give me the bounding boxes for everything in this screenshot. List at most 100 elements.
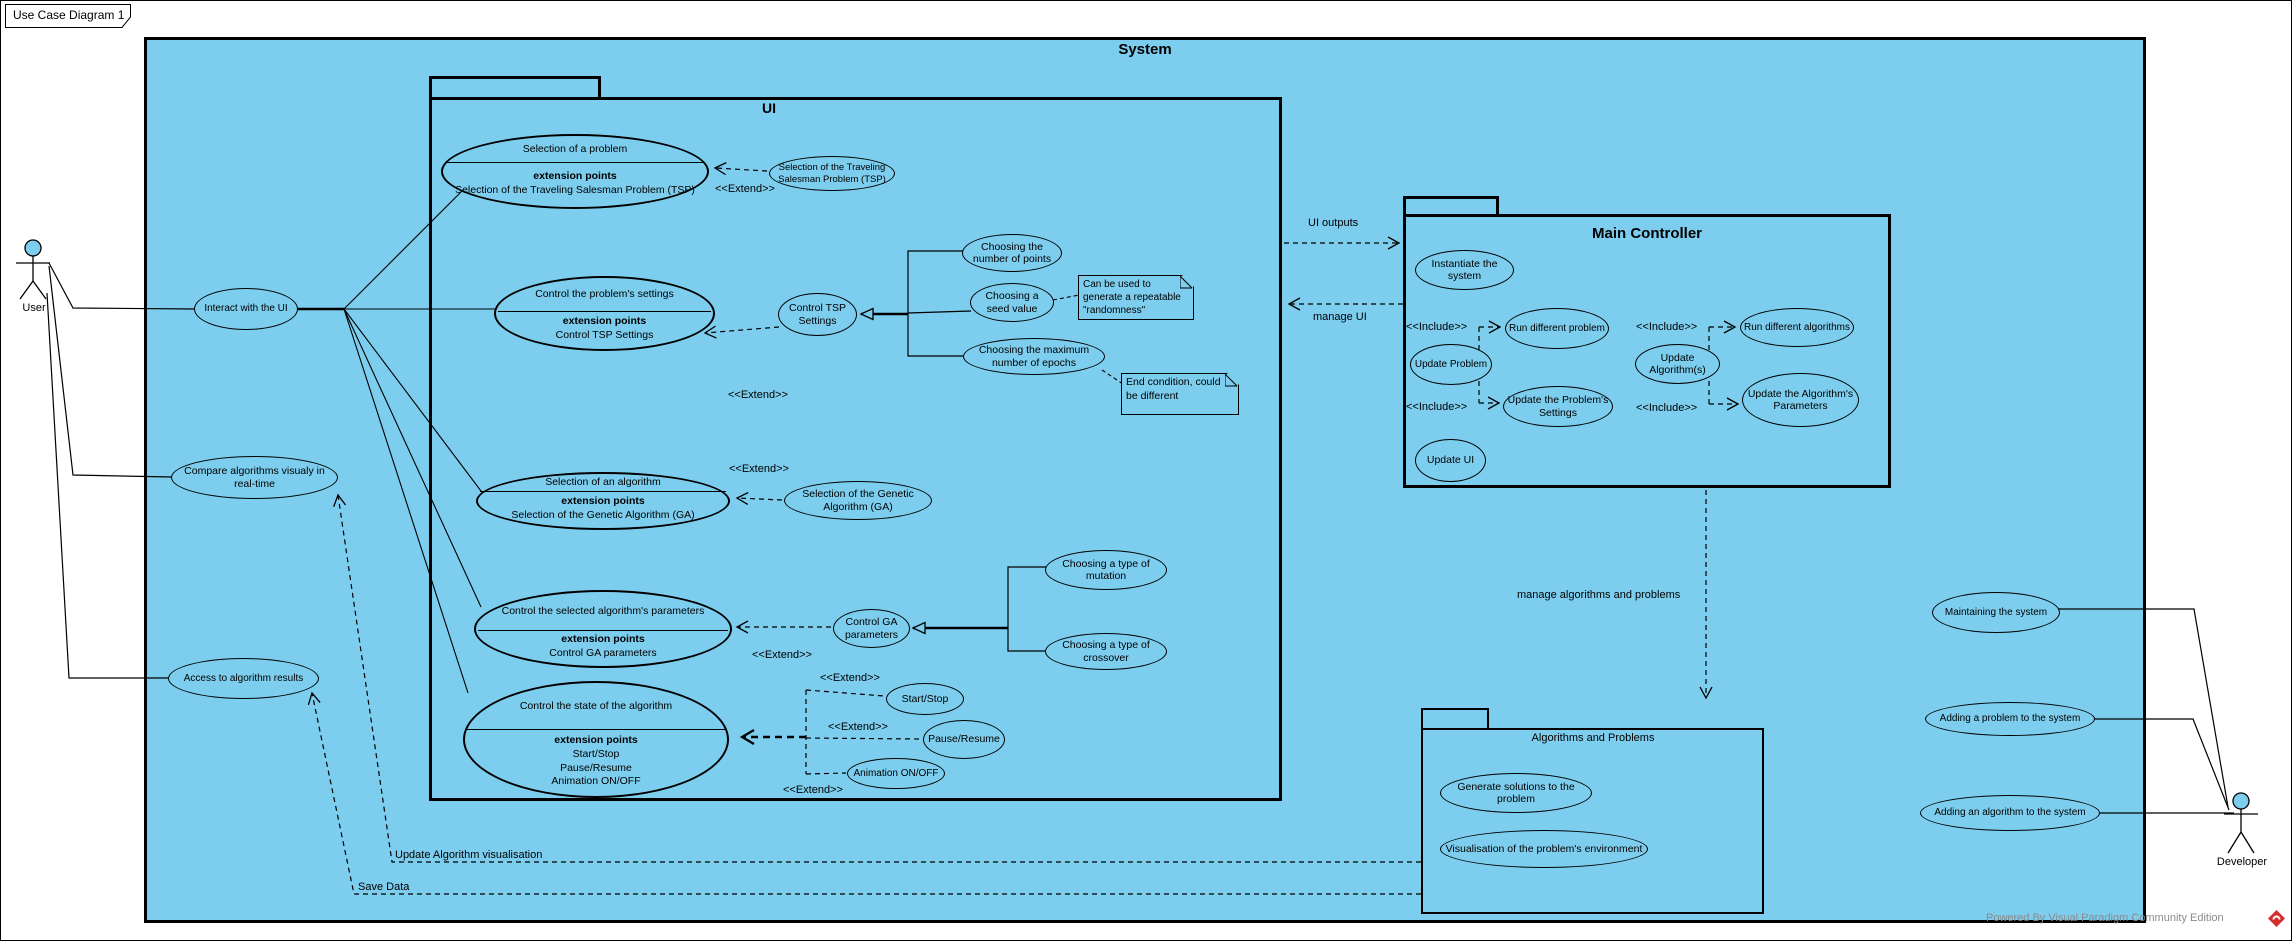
usecase-label: Adding an algorithm to the system — [1934, 807, 2086, 819]
usecase-generate-solutions[interactable]: Generate solutions to the problem — [1440, 773, 1592, 813]
usecase-start-stop[interactable]: Start/Stop — [886, 683, 964, 715]
usecase-update-ui[interactable]: Update UI — [1415, 439, 1486, 482]
usecase-label: Selection of the Genetic Algorithm (GA) — [802, 488, 914, 513]
usecase-choosing-mutation[interactable]: Choosing a type of mutation — [1045, 550, 1167, 590]
usecase-maintaining-system[interactable]: Maintaining the system — [1932, 592, 2060, 633]
label-save-data: Save Data — [358, 881, 410, 893]
extension-points-heading: extension points — [554, 734, 638, 747]
extension-point: Pause/Resume — [560, 761, 632, 774]
usecase-choosing-max-epochs[interactable]: Choosing the maximum number of epochs — [963, 338, 1105, 375]
stereotype-extend: <<Extend>> — [728, 389, 788, 401]
usecase-label: Control GA parameters — [844, 616, 899, 641]
usecase-selection-tsp[interactable]: Selection of the Traveling Salesman Prob… — [769, 156, 895, 191]
stereotype-extend: <<Extend>> — [783, 784, 843, 796]
usecase-control-problem-settings[interactable]: Control the problem's settings extension… — [494, 276, 715, 351]
usecase-update-algorithm-parameters[interactable]: Update the Algorithm's Parameters — [1742, 373, 1859, 427]
usecase-label: Run different algorithms — [1744, 321, 1850, 333]
main-controller-title: Main Controller — [1591, 225, 1703, 242]
extension-point: Animation ON/OFF — [551, 775, 641, 788]
extension-points-heading: extension points — [562, 315, 647, 328]
usecase-choosing-seed-value[interactable]: Choosing a seed value — [970, 283, 1054, 322]
usecase-name: Selection of an algorithm — [545, 476, 661, 489]
usecase-label: Run different problem — [1509, 322, 1605, 334]
usecase-label: Update the Problem's Settings — [1507, 394, 1609, 419]
extension-point: Selection of the Traveling Salesman Prob… — [455, 183, 695, 196]
usecase-label: Selection of the Traveling Salesman Prob… — [778, 162, 886, 185]
usecase-update-problem-settings[interactable]: Update the Problem's Settings — [1503, 386, 1613, 427]
usecase-label: Visualisation of the problem's environme… — [1445, 842, 1643, 855]
usecase-label: Update UI — [1426, 454, 1475, 467]
usecase-choosing-crossover[interactable]: Choosing a type of crossover — [1045, 633, 1167, 670]
extension-separator — [478, 630, 728, 631]
note-fold-icon — [1225, 374, 1238, 387]
usecase-selection-of-an-algorithm[interactable]: Selection of an algorithm extension poin… — [476, 472, 730, 530]
developer-actor[interactable] — [2224, 792, 2258, 854]
usecase-control-ga-parameters[interactable]: Control GA parameters — [833, 609, 910, 648]
diagram-tab[interactable]: Use Case Diagram 1 — [5, 4, 135, 28]
usecase-selection-of-a-problem[interactable]: Selection of a problem extension points … — [441, 134, 709, 209]
usecase-run-different-algorithms[interactable]: Run different algorithms — [1740, 308, 1854, 347]
usecase-interact-with-ui[interactable]: Interact with the UI — [194, 288, 298, 330]
usecase-label: Instantiate the system — [1431, 257, 1498, 282]
usecase-choosing-number-of-points[interactable]: Choosing the number of points — [962, 234, 1062, 272]
usecase-visualisation-environment[interactable]: Visualisation of the problem's environme… — [1440, 830, 1648, 868]
usecase-name: Selection of a problem — [522, 142, 628, 155]
usecase-instantiate-system[interactable]: Instantiate the system — [1415, 250, 1514, 290]
usecase-compare-algorithms[interactable]: Compare algorithms visualy in real-time — [171, 456, 338, 499]
label-manage-ui: manage UI — [1313, 311, 1367, 323]
usecase-update-problem[interactable]: Update Problem — [1410, 344, 1492, 385]
usecase-adding-algorithm[interactable]: Adding an algorithm to the system — [1920, 795, 2100, 831]
algorithms-problems-package[interactable] — [1421, 728, 1764, 914]
usecase-label: Pause/Resume — [928, 733, 1000, 746]
usecase-label: Compare algorithms visualy in real-time — [184, 465, 325, 490]
label-update-algorithm-visualisation: Update Algorithm visualisation — [395, 849, 543, 861]
usecase-control-algorithm-parameters[interactable]: Control the selected algorithm's paramet… — [474, 590, 732, 668]
usecase-label: Choosing a seed value — [985, 290, 1039, 315]
usecase-label: Update the Algorithm's Parameters — [1747, 387, 1854, 412]
stereotype-include: <<Include>> — [1636, 402, 1698, 414]
usecase-label: Choosing the number of points — [972, 240, 1052, 265]
usecase-label: Choosing the maximum number of epochs — [978, 344, 1090, 369]
note-text: End condition, could be different — [1126, 376, 1221, 402]
usecase-control-state-of-algorithm[interactable]: Control the state of the algorithm exten… — [463, 681, 729, 798]
extension-points-heading: extension points — [561, 494, 645, 507]
note-seed-randomness[interactable]: Can be used to generate a repeatable "ra… — [1078, 275, 1194, 320]
stereotype-extend: <<Extend>> — [820, 672, 880, 684]
user-actor-label: User — [22, 302, 46, 314]
usecase-selection-ga[interactable]: Selection of the Genetic Algorithm (GA) — [784, 481, 932, 520]
extension-points-heading: extension points — [561, 633, 645, 646]
usecase-access-algorithm-results[interactable]: Access to algorithm results — [168, 658, 319, 699]
extension-point: Selection of the Genetic Algorithm (GA) — [511, 508, 695, 521]
algorithms-problems-title: Algorithms and Problems — [1531, 732, 1655, 744]
usecase-adding-problem[interactable]: Adding a problem to the system — [1925, 702, 2095, 736]
extension-separator — [498, 311, 711, 312]
system-title: System — [1118, 41, 1172, 58]
stereotype-include: <<Include>> — [1406, 321, 1468, 333]
usecase-label: Adding a problem to the system — [1939, 713, 2081, 725]
developer-actor-label: Developer — [2216, 856, 2268, 868]
usecase-update-algorithms[interactable]: Update Algorithm(s) — [1635, 344, 1720, 384]
note-end-condition[interactable]: End condition, could be different — [1121, 373, 1239, 415]
extension-points-heading: extension points — [533, 169, 617, 182]
usecase-label: Update Algorithm(s) — [1649, 351, 1706, 376]
diagram-tab-shape — [5, 4, 131, 28]
extension-point: Control TSP Settings — [555, 329, 654, 341]
usecase-label: Update Problem — [1414, 358, 1488, 370]
label-ui-outputs: UI outputs — [1308, 217, 1359, 229]
extension-separator — [467, 729, 725, 730]
usecase-pause-resume[interactable]: Pause/Resume — [923, 720, 1005, 759]
usecase-run-different-problem[interactable]: Run different problem — [1505, 308, 1609, 349]
usecase-name: Control the problem's settings — [535, 288, 674, 301]
usecase-label: Choosing a type of mutation — [1062, 557, 1150, 582]
usecase-control-tsp-settings[interactable]: Control TSP Settings — [778, 293, 857, 336]
label-manage-algorithms-problems: manage algorithms and problems — [1517, 589, 1681, 601]
usecase-animation-on-off[interactable]: Animation ON/OFF — [847, 758, 945, 789]
note-text: Can be used to generate a repeatable "ra… — [1083, 279, 1181, 316]
usecase-label: Generate solutions to the problem — [1457, 780, 1575, 805]
extension-point: Control GA parameters — [549, 647, 657, 659]
user-actor[interactable] — [16, 239, 50, 300]
usecase-label: Control TSP Settings — [789, 302, 846, 327]
visual-paradigm-logo-icon — [2267, 909, 2286, 933]
stereotype-extend: <<Extend>> — [828, 721, 888, 733]
usecase-name: Control the state of the algorithm — [519, 699, 673, 712]
